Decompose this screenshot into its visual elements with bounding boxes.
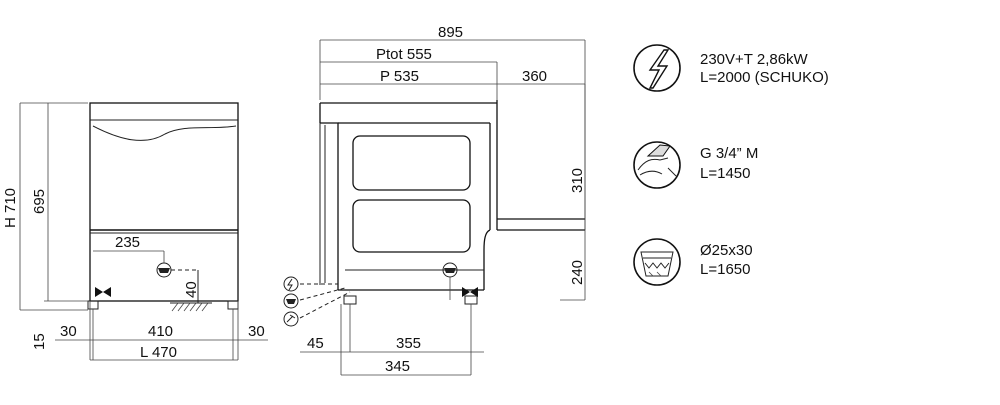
dim-feet-span-upper: 355 <box>396 335 421 352</box>
window-upper <box>352 135 471 191</box>
front-drain-icon <box>156 262 172 278</box>
electric-line2: L=2000 (SCHUKO) <box>700 69 829 86</box>
front-foot-left <box>87 300 99 310</box>
side-foot-front <box>343 295 357 305</box>
door-handle <box>92 125 237 141</box>
side-view: 895 Ptot 555 P 535 360 310 <box>283 24 586 376</box>
dim-side-right: 30 <box>248 323 265 340</box>
dim-door-open: 360 <box>522 68 547 85</box>
side-electric-icon <box>283 276 299 292</box>
dim-width: L 470 <box>140 344 177 361</box>
dim-height-total: H 710 <box>2 188 19 228</box>
electric-icon <box>633 44 681 92</box>
dim-drain-height: 40 <box>183 281 200 298</box>
front-view: H 710 695 15 235 40 30 410 30 L 470 <box>2 102 268 361</box>
dim-feet-span-lower: 345 <box>385 358 410 375</box>
dim-height-body: 695 <box>31 189 48 214</box>
side-foot-rear <box>464 295 478 305</box>
drain-icon <box>633 238 681 286</box>
drain-line1: Ø25x30 <box>700 242 753 259</box>
dim-feet-span: 410 <box>148 323 173 340</box>
dim-ptot: Ptot 555 <box>376 46 432 63</box>
front-foot-right <box>227 300 239 310</box>
legend-water: G 3/4” M L=1450 <box>633 141 758 189</box>
water-line1: G 3/4” M <box>700 145 758 162</box>
front-body-outline <box>89 102 239 302</box>
dim-connection-offset: 45 <box>307 335 324 352</box>
side-drain-small-icon <box>283 293 299 309</box>
side-body-outline <box>319 100 498 291</box>
side-tap-small-icon <box>283 311 299 327</box>
dim-base-height: 240 <box>569 260 586 285</box>
front-valve-icon <box>95 287 111 297</box>
water-tap-icon <box>633 141 681 189</box>
dim-depth: P 535 <box>380 68 419 85</box>
window-lower <box>352 199 471 253</box>
dim-drain-offset: 235 <box>115 234 140 251</box>
water-line2: L=1450 <box>700 165 750 182</box>
floor-hatch <box>170 302 212 312</box>
dim-total-depth: 895 <box>438 24 463 41</box>
legend-drain: Ø25x30 L=1650 <box>633 238 753 286</box>
drain-line2: L=1650 <box>700 261 750 278</box>
electric-line1: 230V+T 2,86kW <box>700 51 809 68</box>
dim-foot-height: 15 <box>31 333 48 350</box>
connections-legend: 230V+T 2,86kW L=2000 (SCHUKO) G 3/4” M L… <box>633 44 829 286</box>
side-valve-icon <box>462 287 478 297</box>
side-drain-icon <box>442 262 458 278</box>
dim-side-left: 30 <box>60 323 77 340</box>
dim-door-height: 310 <box>569 168 586 193</box>
legend-electric: 230V+T 2,86kW L=2000 (SCHUKO) <box>633 44 829 92</box>
